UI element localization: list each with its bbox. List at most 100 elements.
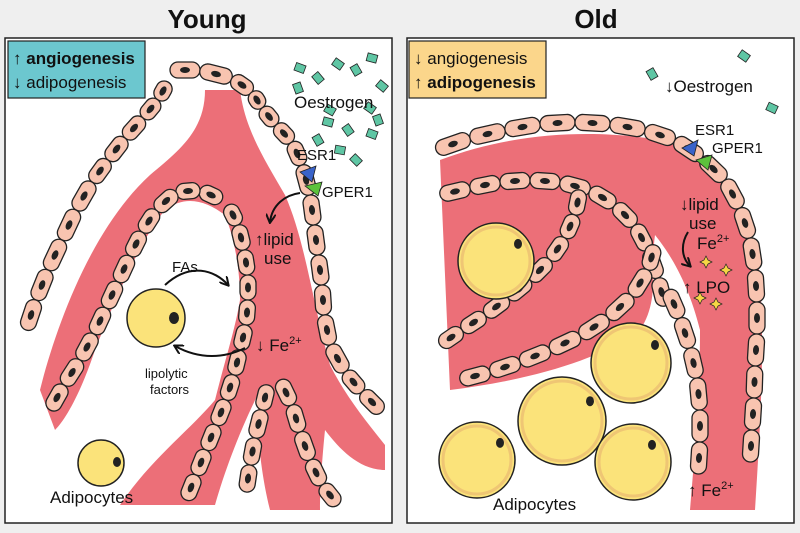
endothelial-cell <box>469 123 506 145</box>
endothelial-cell <box>222 203 244 227</box>
young-angio-label: angiogenesis <box>26 49 135 68</box>
endothelial-cell <box>689 377 708 411</box>
lpo-spark <box>719 263 733 277</box>
oestrogen-molecule <box>333 144 347 156</box>
endothelial-cell <box>746 269 766 303</box>
old-esr1-receptor <box>681 139 699 157</box>
young-angio-arrow: ↑ <box>13 49 22 68</box>
young-esr1-label: ESR1 <box>297 147 336 164</box>
endothelial-cell <box>434 132 472 156</box>
svg-text:↑ angiogenesis: ↑ angiogenesis <box>13 49 135 68</box>
endothelial-cell <box>689 441 709 475</box>
endothelial-cell <box>255 384 275 411</box>
endothelial-cell <box>231 224 251 251</box>
young-panel: ↑ angiogenesis ↓ adipogenesis Oestrogen … <box>4 37 393 524</box>
old-fe-bottom-label: ↑ Fe2+ <box>688 480 734 500</box>
endothelial-cell <box>741 429 761 463</box>
endothelial-cell <box>609 116 646 138</box>
endothelial-cell <box>199 63 233 85</box>
endothelial-cell <box>237 299 257 326</box>
oestrogen-molecule <box>363 101 377 115</box>
endothelial-cell <box>242 437 263 466</box>
old-esr1-label: ESR1 <box>695 122 734 139</box>
old-lpo-sparks <box>693 255 733 311</box>
oestrogen-molecule <box>341 123 355 137</box>
young-lipid-use: use <box>264 249 291 268</box>
old-oestrogen-label: ↓Oestrogen <box>665 77 753 96</box>
endothelial-cell <box>313 284 333 316</box>
old-oestrogen-molecules <box>645 49 779 115</box>
endothelial-cell <box>683 347 704 379</box>
oestrogen-molecule <box>321 116 335 128</box>
endothelial-cell <box>306 224 326 256</box>
young-gper1-receptor <box>304 181 323 197</box>
young-adipocyte-bottom <box>77 439 125 487</box>
endothelial-cell <box>662 288 686 320</box>
young-adipocyte-center <box>126 288 186 348</box>
old-gper1-receptor <box>695 154 713 171</box>
oestrogen-molecule <box>365 52 379 64</box>
lpo-spark <box>693 291 707 305</box>
endothelial-cell <box>247 90 267 110</box>
young-adipo-arrow: ↓ <box>13 73 22 92</box>
endothelial-cell <box>742 237 763 271</box>
endothelial-cell <box>180 473 202 502</box>
endothelial-cell <box>499 171 531 191</box>
oestrogen-molecule <box>372 113 384 127</box>
endothelial-cell <box>574 113 611 133</box>
endothelial-cell <box>302 194 322 226</box>
old-fe-label: Fe2+ <box>697 233 729 253</box>
endothelial-cell <box>341 369 366 395</box>
endothelial-cell <box>258 105 280 128</box>
old-status-box: ↓ angiogenesis ↑ adipogenesis <box>408 40 547 99</box>
adipocyte <box>517 376 607 466</box>
oestrogen-molecule <box>323 103 337 117</box>
oestrogen-molecule <box>311 133 325 147</box>
svg-text:↑ adipogenesis: ↑ adipogenesis <box>414 73 536 92</box>
endothelial-cell <box>210 398 232 427</box>
young-endothelial-cells <box>19 61 385 508</box>
endothelial-cell <box>745 365 764 399</box>
endothelial-cell <box>169 61 201 79</box>
adipocyte <box>438 421 516 499</box>
old-angio-arrow: ↓ <box>414 49 423 68</box>
endothelial-cell <box>200 423 222 452</box>
endothelial-cell <box>45 383 69 412</box>
endothelial-cell <box>588 185 617 210</box>
young-gper1-label: GPER1 <box>322 184 373 201</box>
old-panel: ↓ angiogenesis ↑ adipogenesis ↓Oestrogen… <box>406 37 795 524</box>
endothelial-cell <box>743 397 763 431</box>
old-lipid-label: ↓lipid <box>680 195 719 214</box>
lpo-spark <box>709 297 723 311</box>
svg-text:↓ adipogenesis: ↓ adipogenesis <box>13 73 126 92</box>
old-angio-label: angiogenesis <box>427 49 527 68</box>
old-adipo-label: adipogenesis <box>427 73 536 92</box>
endothelial-cell <box>612 202 638 228</box>
young-oestrogen-molecules <box>292 52 389 167</box>
young-fe-label: ↓ Fe2+ <box>256 335 302 355</box>
endothelial-cell <box>482 294 511 319</box>
endothelial-cell <box>459 365 491 387</box>
young-lipolytic-1: lipolytic <box>145 366 188 381</box>
endothelial-cell <box>153 80 173 102</box>
oestrogen-molecule <box>292 81 304 95</box>
young-title: Young <box>168 4 247 34</box>
oestrogen-molecule <box>375 79 389 93</box>
lpo-spark <box>699 255 713 269</box>
endothelial-cell <box>316 314 338 346</box>
adipocyte <box>457 222 535 300</box>
young-vessel <box>40 90 385 510</box>
endothelial-cell <box>746 333 766 367</box>
endothelial-cell <box>236 249 256 276</box>
young-adipo-label: adipogenesis <box>26 73 126 92</box>
young-lipolytic-2: factors <box>150 382 190 397</box>
old-adipocytes-label: Adipocytes <box>493 495 576 514</box>
endothelial-cell <box>285 404 307 433</box>
endothelial-cell <box>529 171 561 191</box>
old-lipid-use: use <box>689 214 716 233</box>
young-fas-label: FAs <box>172 259 198 276</box>
old-gper1-label: GPER1 <box>712 140 763 157</box>
endothelial-cell <box>318 482 342 508</box>
endothelial-cell <box>691 409 709 443</box>
young-lipid-label: ↑lipid <box>255 230 294 249</box>
